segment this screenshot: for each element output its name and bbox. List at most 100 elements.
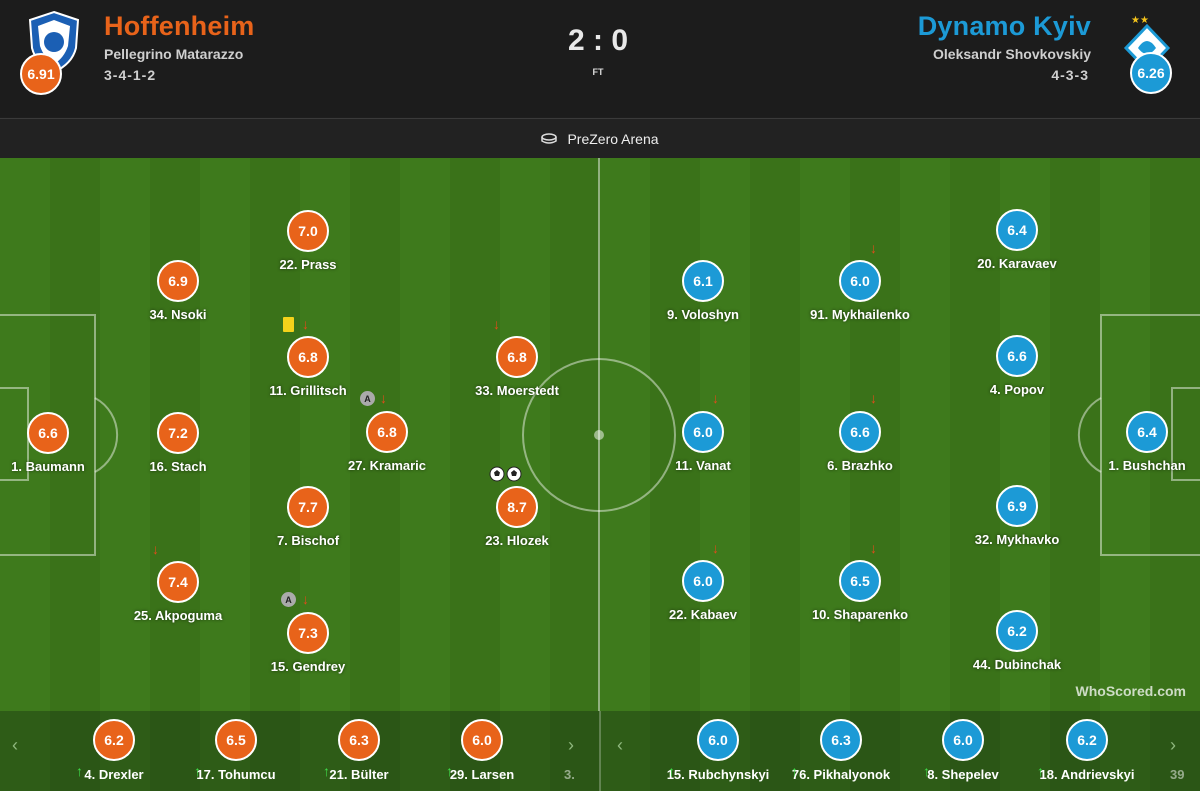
player-name: 4. Drexler <box>84 767 144 782</box>
player-bischof[interactable]: 7.7 7. Bischof <box>248 486 368 548</box>
player-name: 21. Bülter <box>329 767 389 782</box>
player-moerstedt[interactable]: 6.8 33. Moerstedt <box>457 336 577 398</box>
player-rating: 6.2 <box>996 610 1038 652</box>
player-mykhailenko[interactable]: 6.0 91. Mykhailenko <box>800 260 920 322</box>
venue-bar: PreZero Arena <box>0 118 1200 158</box>
player-rating: 6.4 <box>996 209 1038 251</box>
player-rating: 6.1 <box>682 260 724 302</box>
stadium-icon <box>541 132 558 144</box>
bench-bar: ‹ › ‹ › ↑ 6.2 4. Drexler ↑ 6.5 17. Tohum… <box>0 711 1200 791</box>
player-hlozek[interactable]: 8.7 23. Hlozek <box>457 486 577 548</box>
sub-off-arrow-icon: ↓ <box>152 541 159 557</box>
player-name: 23. Hlozek <box>485 533 549 548</box>
home-formation: 3-4-1-2 <box>104 67 157 83</box>
sub-off-arrow-icon: ↓ <box>493 316 500 332</box>
player-rating: 6.5 <box>215 719 257 761</box>
home-bench-next-icon[interactable]: › <box>568 735 574 755</box>
player-name: 15. Gendrey <box>270 659 346 674</box>
away-bench-clipped: 39 <box>1170 767 1185 782</box>
player-rating: 6.3 <box>338 719 380 761</box>
player-kramaric[interactable]: 6.8 27. Kramaric <box>327 411 447 473</box>
player-dubinchak[interactable]: 6.2 44. Dubinchak <box>957 610 1077 672</box>
player-voloshyn[interactable]: 6.1 9. Voloshyn <box>643 260 763 322</box>
sub-off-arrow-icon: ↓ <box>302 316 309 332</box>
player-bushchan[interactable]: 6.4 1. Bushchan <box>1087 411 1200 473</box>
player-shaparenko[interactable]: 6.5 10. Shaparenko <box>800 560 920 622</box>
sub-shepelev[interactable]: ↑ 6.0 8. Shepelev <box>903 719 1023 782</box>
player-baumann[interactable]: 6.6 1. Baumann <box>0 412 108 474</box>
player-rating: 6.0 <box>682 411 724 453</box>
player-vanat[interactable]: 6.0 11. Vanat <box>643 411 763 473</box>
sub-tohumcu[interactable]: ↑ 6.5 17. Tohumcu <box>176 719 296 782</box>
player-name: 7. Bischof <box>276 533 340 548</box>
player-karavaev[interactable]: 6.4 20. Karavaev <box>957 209 1077 271</box>
player-name: 11. Grillitsch <box>269 383 347 398</box>
sub-andrievskyi[interactable]: ↑ 6.2 18. Andrievskyi <box>1027 719 1147 782</box>
player-name: 6. Brazhko <box>827 458 893 473</box>
player-name: 33. Moerstedt <box>475 383 559 398</box>
player-rating: 7.7 <box>287 486 329 528</box>
player-rating: 6.0 <box>839 260 881 302</box>
home-team-rating: 6.91 <box>20 53 62 95</box>
player-rating: 6.4 <box>1126 411 1168 453</box>
player-name: 34. Nsoki <box>149 307 207 322</box>
player-rating: 6.6 <box>27 412 69 454</box>
player-rating: 6.0 <box>942 719 984 761</box>
two-goals-icon <box>489 466 522 482</box>
player-name: 29. Larsen <box>449 767 515 782</box>
sub-rubchynskyi[interactable]: ↑ 6.0 15. Rubchynskyi <box>658 719 778 782</box>
yellow-card-icon <box>283 317 294 332</box>
player-name: 91. Mykhailenko <box>810 307 910 322</box>
player-rating: 6.9 <box>157 260 199 302</box>
player-rating: 6.9 <box>996 485 1038 527</box>
player-popov[interactable]: 6.6 4. Popov <box>957 335 1077 397</box>
player-nsoki[interactable]: 6.9 34. Nsoki <box>118 260 238 322</box>
away-bench-prev-icon[interactable]: ‹ <box>617 735 623 755</box>
sub-on-arrow-icon: ↑ <box>323 763 330 779</box>
player-name: 27. Kramaric <box>347 458 427 473</box>
away-bench-next-icon[interactable]: › <box>1170 735 1176 755</box>
sub-on-arrow-icon: ↑ <box>668 763 675 779</box>
player-rating: 6.3 <box>820 719 862 761</box>
sub-bulter[interactable]: ↑ 6.3 21. Bülter <box>299 719 419 782</box>
player-rating: 7.4 <box>157 561 199 603</box>
sub-larsen[interactable]: ↑ 6.0 29. Larsen <box>422 719 542 782</box>
player-name: 22. Kabaev <box>669 607 737 622</box>
pitch-lines <box>0 158 1200 711</box>
player-name: 1. Baumann <box>11 459 85 474</box>
player-name: 17. Tohumcu <box>196 767 276 782</box>
sub-off-arrow-icon: ↓ <box>870 240 877 256</box>
player-name: 15. Rubchynskyi <box>666 767 770 782</box>
match-header: 6.91 Hoffenheim Pellegrino Matarazzo 3-4… <box>0 0 1200 117</box>
player-rating: 6.8 <box>366 411 408 453</box>
player-name: 76. Pikhalyonok <box>791 767 891 782</box>
player-rating: 6.0 <box>682 560 724 602</box>
player-brazhko[interactable]: 6.6 6. Brazhko <box>800 411 920 473</box>
sub-on-arrow-icon: ↑ <box>446 763 453 779</box>
away-team-rating: 6.26 <box>1130 52 1172 94</box>
home-team-name[interactable]: Hoffenheim <box>104 11 255 41</box>
player-grillitsch[interactable]: 6.8 11. Grillitsch <box>248 336 368 398</box>
away-formation: 4-3-3 <box>1051 67 1089 83</box>
home-bench-clipped: 3. <box>564 767 575 782</box>
player-prass[interactable]: 7.0 22. Prass <box>248 210 368 272</box>
player-akpoguma[interactable]: 7.4 25. Akpoguma <box>118 561 238 623</box>
player-name: 22. Prass <box>279 257 337 272</box>
player-name: 25. Akpoguma <box>133 608 223 623</box>
player-rating: 6.6 <box>996 335 1038 377</box>
sub-on-arrow-icon: ↑ <box>76 763 83 779</box>
sub-off-arrow-icon: ↓ <box>712 390 719 406</box>
player-kabaev[interactable]: 6.0 22. Kabaev <box>643 560 763 622</box>
away-team-name[interactable]: Dynamo Kyiv <box>917 11 1091 41</box>
sub-pikhalyonok[interactable]: ↑ 6.3 76. Pikhalyonok <box>781 719 901 782</box>
player-rating: 6.0 <box>697 719 739 761</box>
sub-on-arrow-icon: ↑ <box>791 763 798 779</box>
player-rating: 6.0 <box>461 719 503 761</box>
home-bench-prev-icon[interactable]: ‹ <box>12 735 18 755</box>
pitch: 6.6 1. Baumann 6.9 34. Nsoki 7.2 16. Sta… <box>0 158 1200 711</box>
player-stach[interactable]: 7.2 16. Stach <box>118 412 238 474</box>
sub-drexler[interactable]: ↑ 6.2 4. Drexler <box>54 719 174 782</box>
sub-off-arrow-icon: ↓ <box>302 591 309 607</box>
player-gendrey[interactable]: 7.3 15. Gendrey <box>248 612 368 674</box>
player-mykhavko[interactable]: 6.9 32. Mykhavko <box>957 485 1077 547</box>
